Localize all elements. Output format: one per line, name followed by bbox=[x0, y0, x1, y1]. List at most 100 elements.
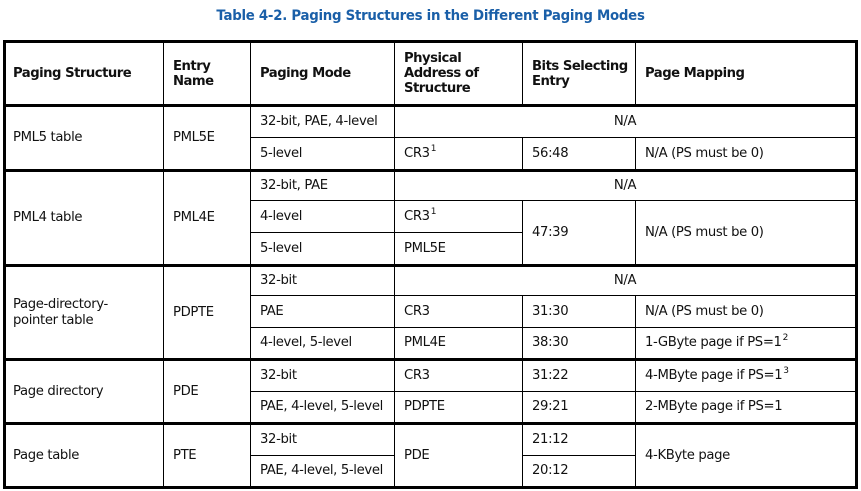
header-label: Name bbox=[173, 73, 214, 89]
col-line bbox=[522, 40, 523, 107]
cell-text: Page table bbox=[13, 447, 80, 463]
cell-entry: PML4E bbox=[173, 172, 249, 264]
cell-text: 32-bit, PAE bbox=[260, 178, 328, 193]
cell-bits: 47:39 bbox=[532, 201, 634, 264]
cell-text: PTE bbox=[173, 447, 197, 463]
cell-text: PDE bbox=[404, 447, 430, 463]
cell-phys: CR31 bbox=[404, 138, 520, 169]
cell-bits: 31:30 bbox=[532, 296, 634, 327]
cell-text: 4-KByte page bbox=[645, 447, 730, 463]
cell-mode: 32-bit, PAE bbox=[260, 172, 392, 200]
cell-entry: PTE bbox=[173, 425, 249, 486]
header-label: Bits Selecting bbox=[532, 58, 628, 74]
cell-text: 31:30 bbox=[532, 303, 569, 319]
cell-text: PML4E bbox=[404, 335, 446, 350]
col-line bbox=[250, 40, 251, 489]
header-paging-structure: Paging Structure bbox=[13, 43, 161, 104]
cell-entry: PDPTE bbox=[173, 267, 249, 358]
cell-text: PDPTE bbox=[404, 399, 445, 414]
cell-mapping: N/A (PS must be 0) bbox=[645, 138, 845, 169]
cell-text: 29:21 bbox=[532, 399, 569, 414]
footnote-ref: 1 bbox=[430, 206, 437, 217]
cell-text: 47:39 bbox=[532, 224, 569, 240]
cell-text: PDPTE bbox=[173, 304, 214, 320]
cell-text: 5-level bbox=[260, 240, 303, 256]
cell-text: N/A bbox=[613, 114, 637, 129]
header-label: Address of bbox=[404, 66, 479, 81]
header-label: Page Mapping bbox=[645, 66, 745, 81]
cell-text: PML5E bbox=[404, 240, 446, 256]
col-line bbox=[635, 138, 636, 172]
col-line bbox=[635, 40, 636, 107]
col-line bbox=[522, 138, 523, 172]
cell-text: 56:48 bbox=[532, 145, 569, 161]
cell-bits: 29:21 bbox=[532, 392, 634, 422]
cell-mode: 5-level bbox=[260, 233, 392, 264]
cell-phys: PML5E bbox=[404, 233, 520, 264]
row-line bbox=[250, 327, 855, 328]
cell-phys: CR3 bbox=[404, 361, 520, 391]
header-label: Paging Structure bbox=[13, 66, 132, 81]
cell-text: CR3 bbox=[404, 303, 430, 319]
cell-text: N/A bbox=[613, 178, 637, 193]
cell-phys: PML4E bbox=[404, 328, 520, 358]
cell-text: PML5E bbox=[173, 130, 215, 145]
cell-text: 31:22 bbox=[532, 368, 569, 383]
table-title: Table 4-2. Paging Structures in the Diff… bbox=[216, 8, 645, 24]
cell-structure: Page table bbox=[13, 425, 161, 486]
cell-text: CR3 bbox=[404, 208, 430, 224]
row-line bbox=[250, 232, 522, 233]
cell-mapping: 4-MByte page if PS=13 bbox=[645, 361, 845, 391]
cell-mode: 32-bit bbox=[260, 267, 392, 295]
header-paging-mode: Paging Mode bbox=[260, 43, 390, 104]
cell-mode: 4-level, 5-level bbox=[260, 328, 392, 358]
cell-text: N/A bbox=[613, 273, 637, 288]
cell-bits: 31:22 bbox=[532, 361, 634, 391]
cell-phys: CR31 bbox=[404, 201, 520, 232]
row-line bbox=[250, 295, 855, 296]
cell-text: CR3 bbox=[404, 368, 430, 383]
cell-text: 2-MByte page if PS=1 bbox=[645, 399, 783, 414]
row-line bbox=[250, 391, 855, 392]
cell-merged-na: N/A bbox=[395, 267, 855, 295]
cell-mode: 32-bit bbox=[260, 361, 392, 391]
cell-structure: Page-directory-pointer table bbox=[13, 267, 161, 358]
cell-text: Page-directory- bbox=[13, 296, 108, 312]
cell-mode: 32-bit, PAE, 4-level bbox=[260, 107, 392, 137]
row-line bbox=[250, 200, 855, 201]
cell-text: PAE bbox=[260, 303, 284, 319]
cell-text: 38:30 bbox=[532, 335, 569, 350]
cell-text: 32-bit bbox=[260, 368, 297, 383]
cell-mode: 4-level bbox=[260, 201, 392, 232]
border-bottom bbox=[3, 486, 858, 489]
cell-mode: 32-bit bbox=[260, 425, 392, 455]
col-line bbox=[635, 201, 636, 267]
col-line bbox=[635, 296, 636, 489]
cell-structure: Page directory bbox=[13, 361, 161, 422]
cell-text: PML4 table bbox=[13, 210, 83, 225]
cell-text: N/A (PS must be 0) bbox=[645, 224, 764, 240]
header-label: Entry bbox=[173, 58, 211, 74]
cell-structure: PML4 table bbox=[13, 172, 161, 264]
cell-text: 5-level bbox=[260, 145, 303, 161]
divider-group bbox=[3, 358, 858, 361]
col-line bbox=[394, 40, 395, 489]
cell-text: PAE, 4-level, 5-level bbox=[260, 399, 383, 414]
cell-entry: PML5E bbox=[173, 107, 249, 169]
cell-text: N/A (PS must be 0) bbox=[645, 303, 764, 319]
cell-text: 32-bit bbox=[260, 432, 297, 447]
cell-bits: 21:12 bbox=[532, 425, 634, 455]
cell-text: PDE bbox=[173, 383, 199, 399]
cell-text: PML4E bbox=[173, 210, 215, 225]
border-top bbox=[3, 40, 858, 43]
cell-text: 32-bit, PAE, 4-level bbox=[260, 114, 378, 129]
cell-text: N/A (PS must be 0) bbox=[645, 145, 764, 161]
header-page-mapping: Page Mapping bbox=[645, 43, 845, 104]
divider-header bbox=[3, 104, 858, 107]
cell-text: 4-level bbox=[260, 208, 303, 224]
cell-mapping: 4-KByte page bbox=[645, 425, 845, 486]
cell-text: 4-level, 5-level bbox=[260, 335, 352, 350]
cell-mode: PAE bbox=[260, 296, 392, 327]
